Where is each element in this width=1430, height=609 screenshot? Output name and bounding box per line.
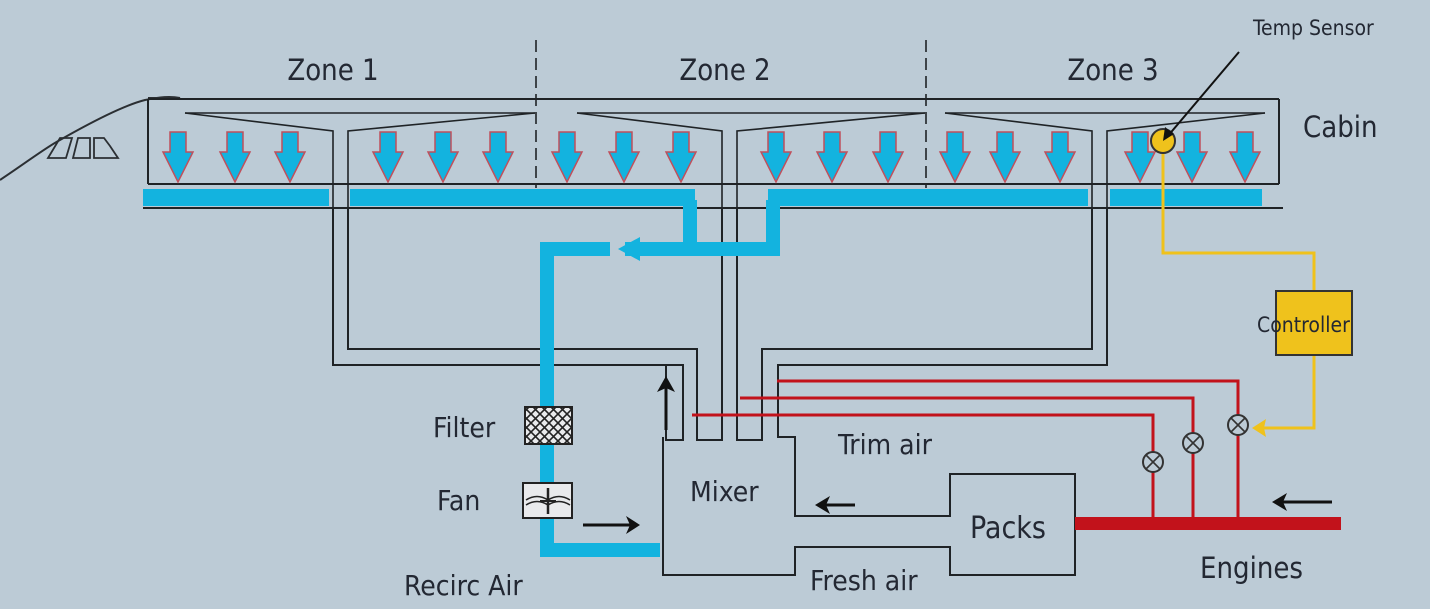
air-outlet-arrow-icon bbox=[1043, 131, 1077, 184]
air-outlet-arrow-icon bbox=[815, 131, 849, 184]
air-outlet-arrow-icon bbox=[871, 131, 905, 184]
fresh-air-label: Fresh air bbox=[810, 564, 918, 597]
return-duct-right bbox=[662, 208, 1108, 576]
air-outlet-arrows bbox=[161, 131, 1262, 184]
air-outlet-arrow-icon bbox=[550, 131, 584, 184]
valve-icon bbox=[1142, 451, 1164, 473]
zone-3-label: Zone 3 bbox=[1067, 53, 1158, 87]
trim-air-label: Trim air bbox=[837, 428, 933, 461]
fan-icon bbox=[522, 482, 573, 519]
air-outlet-arrow-icon bbox=[273, 131, 307, 184]
temp-sensor-pointer bbox=[1166, 51, 1240, 138]
air-outlet-arrow-icon bbox=[161, 131, 195, 184]
controller-label: Controller bbox=[1257, 313, 1350, 337]
air-outlet-arrow-icon bbox=[1228, 131, 1262, 184]
air-outlet-arrow-icon bbox=[426, 131, 460, 184]
cabin-supply-bars bbox=[143, 189, 1262, 206]
sensor-signal-line bbox=[1161, 145, 1316, 291]
packs-label: Packs bbox=[970, 511, 1046, 546]
controller-box bbox=[1275, 290, 1353, 356]
mixer-label: Mixer bbox=[690, 475, 759, 508]
filter-icon bbox=[524, 406, 573, 445]
air-outlet-arrow-icon bbox=[607, 131, 641, 184]
ceiling-ducts bbox=[184, 112, 1266, 208]
air-outlet-arrow-icon bbox=[759, 131, 793, 184]
valve-icon bbox=[1182, 432, 1204, 454]
zone-2-label: Zone 2 bbox=[679, 53, 770, 87]
air-outlet-arrow-icon bbox=[1123, 131, 1157, 184]
trim-air-valves bbox=[1142, 414, 1249, 473]
air-outlet-arrow-icon bbox=[1175, 131, 1209, 184]
air-outlet-arrow-icon bbox=[371, 131, 405, 184]
bleed-air-lines bbox=[692, 379, 1341, 530]
cabin-label: Cabin bbox=[1303, 110, 1378, 144]
air-outlet-arrow-icon bbox=[938, 131, 972, 184]
controller-output-line bbox=[1262, 356, 1316, 430]
air-outlet-arrow-icon bbox=[481, 131, 515, 184]
flow-arrows bbox=[583, 376, 1332, 534]
recirc-air-label: Recirc Air bbox=[404, 569, 523, 602]
temp-sensor-label: Temp Sensor bbox=[1252, 16, 1374, 40]
zone-1-label: Zone 1 bbox=[287, 53, 378, 87]
engines-label: Engines bbox=[1200, 551, 1303, 585]
fan-label: Fan bbox=[437, 484, 480, 517]
valve-icon bbox=[1227, 414, 1249, 436]
aircraft-nose-outline bbox=[0, 95, 181, 181]
air-outlet-arrow-icon bbox=[664, 131, 698, 184]
filter-label: Filter bbox=[433, 411, 496, 444]
controller-output-arrow bbox=[1252, 419, 1266, 437]
air-outlet-arrow-icon bbox=[988, 131, 1022, 184]
air-outlet-arrow-icon bbox=[218, 131, 252, 184]
cockpit-windows bbox=[46, 137, 120, 159]
